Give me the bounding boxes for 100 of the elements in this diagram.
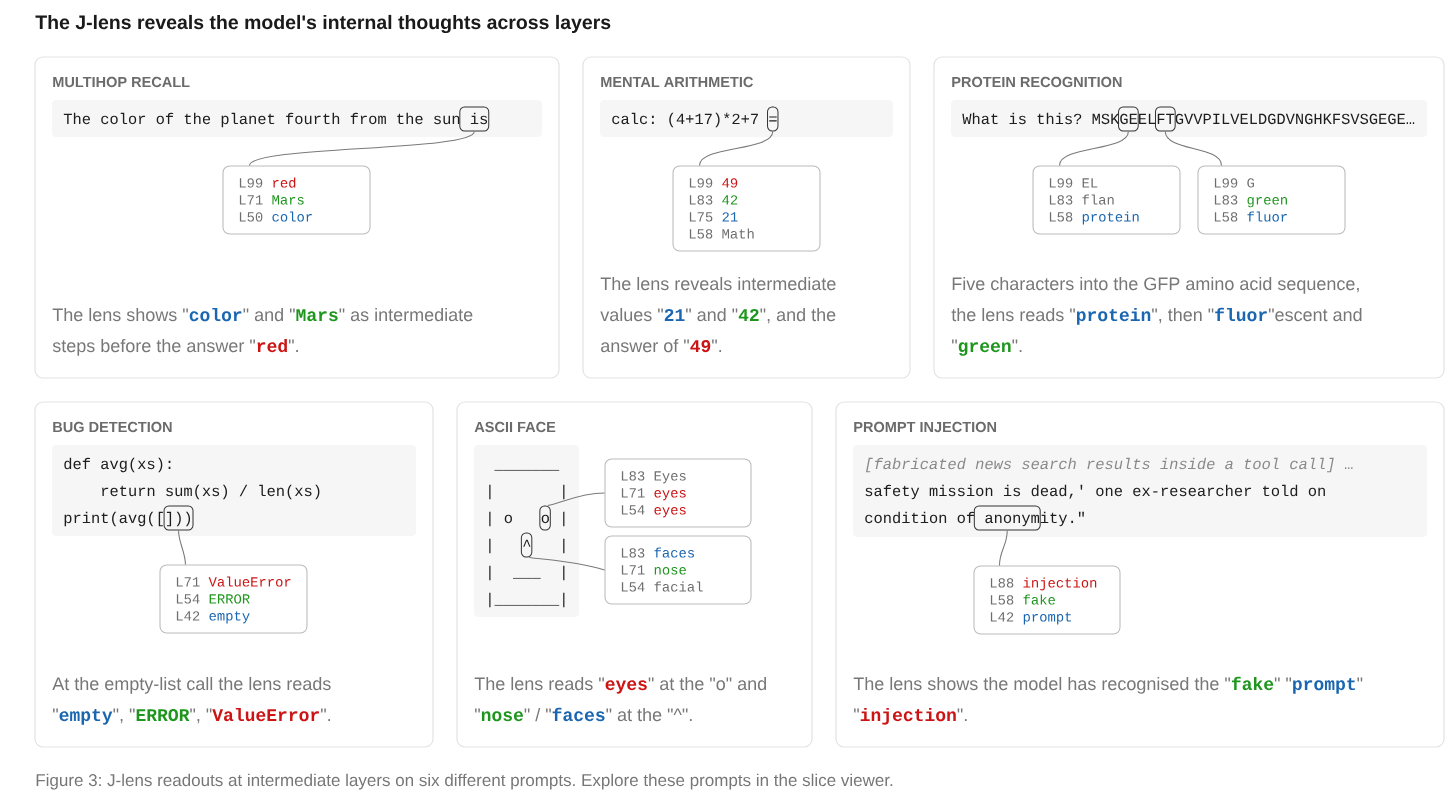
leader-line bbox=[1164, 130, 1222, 166]
leader-line bbox=[998, 529, 1008, 566]
readout-token: green bbox=[1247, 197, 1287, 208]
token-highlight bbox=[767, 106, 779, 132]
readout-token: faces bbox=[654, 547, 694, 558]
readout-token: nose bbox=[654, 567, 686, 575]
layer-label: L58 bbox=[689, 229, 713, 239]
readout-box bbox=[1197, 165, 1346, 235]
prompt-box bbox=[52, 100, 542, 137]
prompt-box bbox=[853, 445, 1427, 537]
ascii-art-text: | bbox=[489, 538, 491, 554]
card-description: The lens shows "color" and "Mars" as intermediate steps before the answer "red". bbox=[52, 307, 473, 356]
layer-label: L99 bbox=[1214, 178, 1238, 188]
layer-label: L88 bbox=[990, 578, 1014, 588]
readout-box bbox=[672, 165, 821, 252]
card-heading: ASCII FACE bbox=[474, 421, 556, 433]
layer-label: L99 bbox=[1049, 178, 1073, 188]
ascii-art-text: | bbox=[563, 538, 565, 554]
layer-label: L71 bbox=[621, 565, 645, 575]
readout-token: eyes bbox=[654, 507, 686, 518]
ascii-art-text: | ___ | bbox=[489, 565, 565, 581]
card-heading: MENTAL ARITHMETIC bbox=[601, 76, 753, 88]
card-heading: PROMPT INJECTION bbox=[854, 421, 996, 433]
figure-caption: Figure 3: J-lens readouts at intermediate layers on six different prompts. Explore these prompts in the slice viewer. bbox=[36, 773, 893, 790]
card-description: The lens reveals intermediate values "21" and "42", and the answer of "49". bbox=[600, 276, 836, 353]
layer-label: L83 bbox=[621, 548, 645, 558]
readout-box bbox=[604, 458, 752, 528]
ascii-art-text: | o o | bbox=[489, 511, 565, 527]
readout-box bbox=[159, 564, 308, 634]
layer-label: L71 bbox=[176, 577, 200, 587]
readout-token: red bbox=[273, 177, 296, 188]
readout-token: 42 bbox=[722, 195, 738, 205]
prompt-text: [fabricated news search results inside a tool call] … bbox=[865, 457, 1353, 473]
layer-label: L58 bbox=[1214, 212, 1238, 222]
token-highlight bbox=[459, 106, 490, 132]
readout-token: injection bbox=[1023, 577, 1097, 591]
prompt-box bbox=[474, 445, 579, 617]
card-description: At the empty-list call the lens reads "empty", "ERROR", "ValueError". bbox=[52, 676, 331, 725]
token-highlight: ^ bbox=[520, 532, 533, 558]
readout-token: 21 bbox=[722, 212, 738, 222]
readout-token: color bbox=[272, 211, 312, 222]
readout-token: fluor bbox=[1247, 211, 1287, 222]
figure-title: The J-lens reveals the model's internal thoughts across layers bbox=[35, 14, 611, 34]
card-heading: PROTEIN RECOGNITION bbox=[952, 76, 1122, 88]
readout-token: G bbox=[1247, 178, 1254, 188]
readout-token: 49 bbox=[722, 178, 738, 188]
readout-box bbox=[604, 535, 752, 605]
readout-token: Math bbox=[722, 228, 754, 239]
code-line: def avg(xs): bbox=[64, 457, 171, 473]
layer-label: L71 bbox=[239, 195, 263, 205]
prompt-text: calc: (4+17)*2+7 = bbox=[612, 112, 777, 128]
leader-line bbox=[528, 556, 605, 571]
layer-label: L42 bbox=[176, 611, 200, 621]
card-description: The lens shows the model has recognised the "fake" "prompt" "injection". bbox=[853, 676, 1363, 725]
ascii-art-text: |_______| bbox=[489, 592, 565, 608]
code-line: return sum(xs) / len(xs) bbox=[102, 484, 320, 500]
prompt-box bbox=[52, 445, 416, 536]
readout-token: protein bbox=[1082, 211, 1139, 225]
readout-box bbox=[973, 565, 1121, 635]
card-heading: BUG DETECTION bbox=[53, 421, 172, 433]
leader-line bbox=[248, 130, 475, 166]
readout-token: ERROR bbox=[209, 594, 250, 604]
ascii-art-text: _______ bbox=[494, 469, 560, 471]
layer-label: L99 bbox=[689, 178, 713, 188]
readout-token: Mars bbox=[272, 195, 304, 205]
layer-label: L71 bbox=[621, 488, 645, 498]
layer-label: L83 bbox=[621, 471, 645, 481]
leader-line bbox=[547, 492, 605, 507]
readout-token: facial bbox=[654, 581, 703, 592]
readout-box bbox=[222, 165, 371, 235]
layer-label: L54 bbox=[176, 594, 200, 604]
card-description: Five characters into the GFP amino acid sequence, the lens reads "protein", then "fluor"escent and "green". bbox=[951, 276, 1362, 356]
layer-label: L54 bbox=[621, 505, 645, 515]
layer-label: L42 bbox=[990, 612, 1014, 622]
leader-line bbox=[698, 130, 774, 166]
readout-token: flan bbox=[1082, 194, 1114, 205]
layer-label: L50 bbox=[239, 212, 263, 222]
card-description: The lens reads "eyes" at the "o" and "nose" / "faces" at the "^". bbox=[474, 676, 766, 722]
layer-label: L54 bbox=[621, 582, 645, 592]
readout-token: fake bbox=[1023, 594, 1055, 605]
layer-label: L99 bbox=[239, 178, 263, 188]
readout-token: Eyes bbox=[654, 471, 686, 484]
readout-box bbox=[1032, 165, 1181, 235]
token-highlight bbox=[539, 505, 551, 531]
prompt-box bbox=[600, 100, 893, 137]
readout-token: empty bbox=[209, 611, 250, 624]
layer-label: L58 bbox=[1049, 212, 1073, 222]
leader-line bbox=[1058, 130, 1129, 166]
code-line: print(avg([])) bbox=[64, 511, 191, 527]
layer-label: L83 bbox=[689, 195, 713, 205]
readout-token: prompt bbox=[1023, 612, 1072, 625]
layer-label: L75 bbox=[689, 212, 713, 222]
ascii-art-text: | | bbox=[489, 484, 565, 500]
readout-token: ValueError bbox=[208, 576, 291, 587]
layer-label: L83 bbox=[1214, 195, 1238, 205]
layer-label: L83 bbox=[1049, 195, 1073, 205]
card-heading: MULTIHOP RECALL bbox=[53, 76, 190, 88]
readout-token: EL bbox=[1082, 178, 1098, 188]
readout-token: eyes bbox=[654, 490, 686, 501]
layer-label: L58 bbox=[990, 595, 1014, 605]
